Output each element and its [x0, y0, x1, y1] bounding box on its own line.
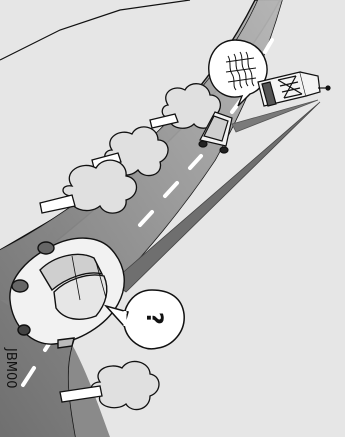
tree-middle-2	[40, 160, 137, 213]
question-mark: ?	[141, 312, 166, 325]
horizon-line	[0, 0, 190, 60]
radio-tower-icon	[258, 72, 330, 106]
figure-code: JBM00	[2, 348, 18, 428]
